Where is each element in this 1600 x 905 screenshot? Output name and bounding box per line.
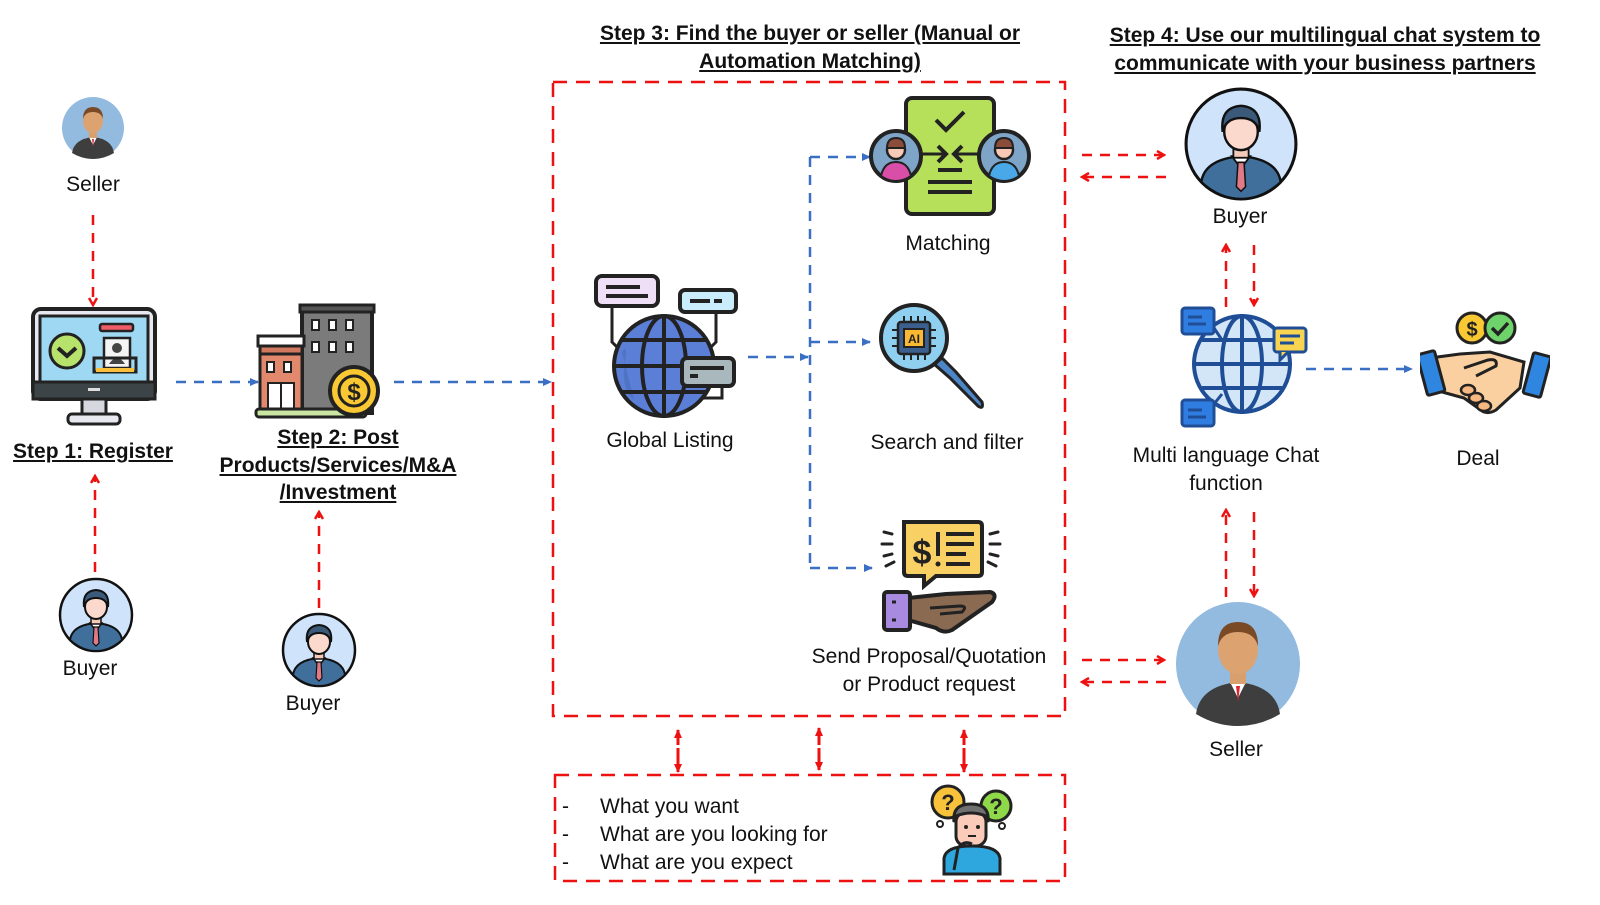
buyer1-label: Buyer [62, 657, 118, 680]
step2-title-line1: Step 2: Post [277, 426, 399, 449]
step1-title: Step 1: Register [13, 440, 173, 463]
step2-title-line2: Products/Services/M&A [219, 453, 457, 477]
box-to-criteria-arrows [674, 727, 968, 773]
handshake-deal-icon: $ [1420, 311, 1550, 415]
hand-quotation-icon: $ [880, 520, 1002, 634]
buyer2-label: Buyer [285, 692, 341, 715]
deal-label: Deal [1456, 447, 1500, 470]
criteria-item: -What you want [562, 795, 739, 818]
ai-magnifier-icon: AI [879, 303, 984, 409]
step2-title: Step 2: Post Products/Services/M&A /Inve… [200, 424, 476, 507]
svg-text:?: ? [941, 790, 954, 815]
right-buyer-label: Buyer [1212, 205, 1268, 228]
step4-title-line1: Step 4: Use our multilingual chat system… [1109, 24, 1541, 47]
step3-dashed-box [551, 80, 1067, 718]
global-listing-label: Global Listing [606, 429, 734, 452]
step4-title: Step 4: Use our multilingual chat system… [1080, 22, 1570, 78]
buyer-avatar-icon [281, 612, 357, 688]
matching-document-icon [869, 96, 1031, 216]
seller-avatar-icon [1176, 602, 1300, 726]
chat-label-line2: function [1189, 472, 1263, 495]
matching-label: Matching [905, 232, 991, 255]
seller-label: Seller [66, 173, 120, 196]
criteria-list: -What you want -What are you looking for… [562, 793, 828, 877]
step3-title-line2: Automation Matching) [699, 50, 921, 73]
svg-text:$: $ [1466, 319, 1477, 341]
step2-title-line3: /Investment [279, 481, 397, 504]
criteria-item: -What are you expect [562, 851, 793, 874]
step3-title: Step 3: Find the buyer or seller (Manual… [560, 20, 1060, 76]
svg-text:AI: AI [908, 332, 920, 346]
search-filter-label: Search and filter [870, 431, 1024, 454]
criteria-item: -What are you looking for [562, 823, 828, 846]
right-seller-label: Seller [1209, 738, 1263, 761]
buyer-avatar-icon [58, 577, 134, 653]
svg-text:$: $ [347, 379, 361, 406]
proposal-label-line1: Send Proposal/Quotation [811, 645, 1047, 668]
seller-avatar-icon [62, 97, 124, 159]
chat-label-line1: Multi language Chat [1132, 444, 1320, 467]
criteria-dashed-box [553, 773, 1067, 883]
proposal-label-line2: or Product request [842, 673, 1016, 696]
proposal-label: Send Proposal/Quotation or Product reque… [795, 643, 1063, 699]
globe-listing-icon [594, 274, 738, 418]
buyer-avatar-icon [1184, 87, 1298, 201]
building-dollar-icon: $ [254, 303, 380, 419]
globe-chat-icon [1180, 306, 1308, 428]
svg-text:?: ? [989, 794, 1002, 819]
thinking-person-icon: ? ? [930, 784, 1013, 876]
step4-title-line2: communicate with your business partners [1114, 52, 1536, 75]
svg-text:$: $ [913, 534, 932, 572]
computer-register-icon [31, 307, 157, 426]
step3-title-line1: Step 3: Find the buyer or seller (Manual… [599, 22, 1021, 45]
chat-function-label: Multi language Chat function [1110, 442, 1342, 498]
